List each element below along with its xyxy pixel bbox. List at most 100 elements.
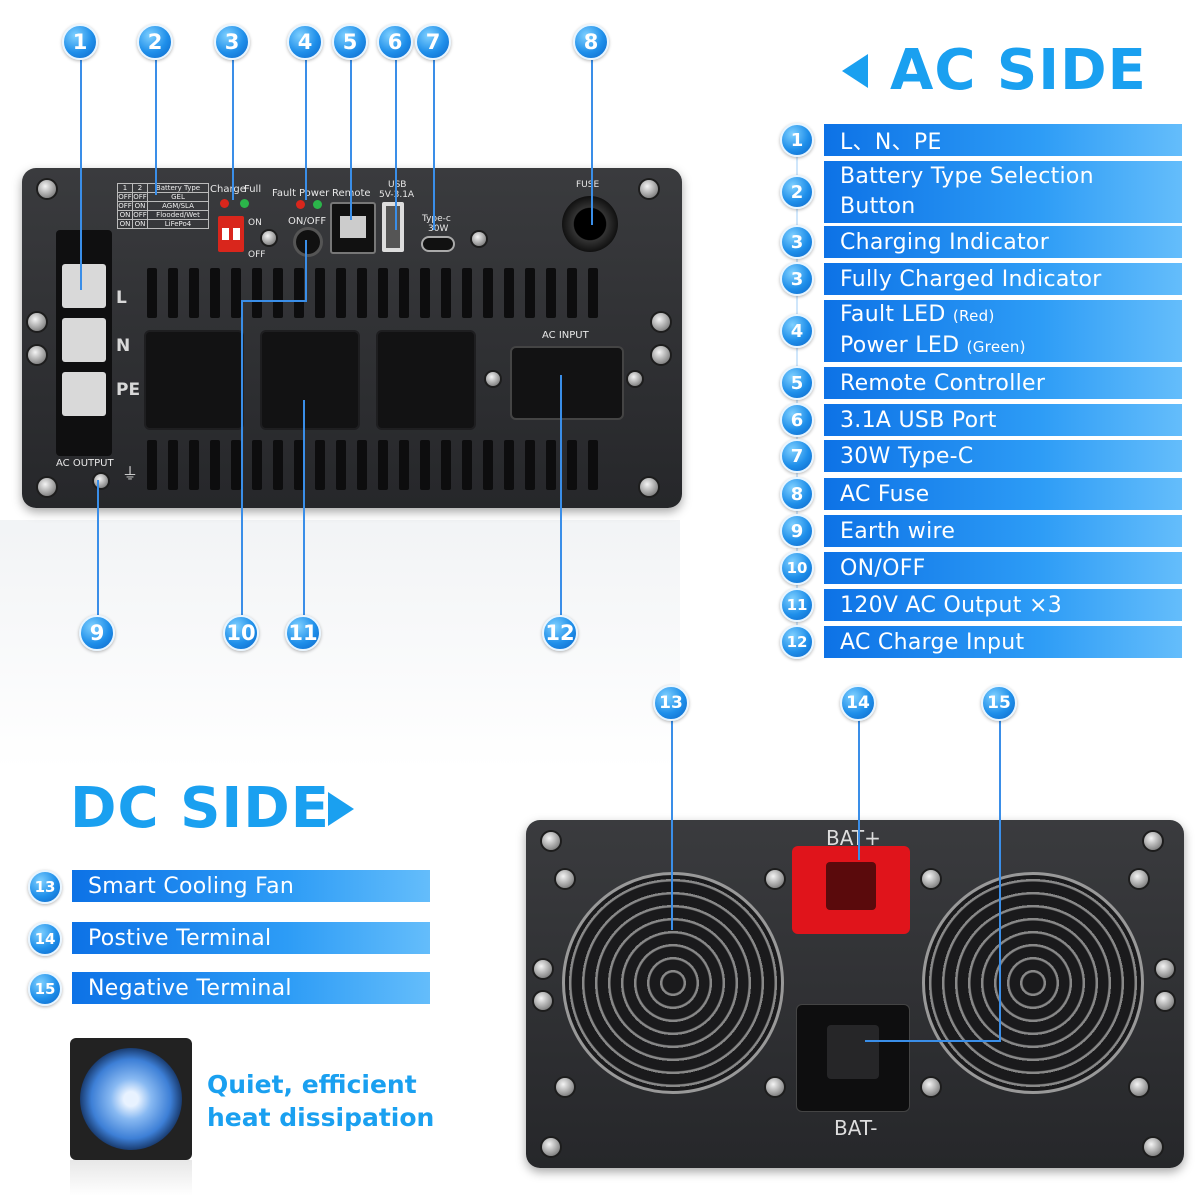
legend-item: Battery Type Selection Button	[824, 161, 1182, 223]
leader-line	[155, 60, 157, 195]
cooling-fan-left	[562, 872, 784, 1094]
table-cell: ON	[118, 220, 133, 228]
on-off-button[interactable]	[296, 230, 320, 254]
earth-icon: ⏚	[122, 464, 139, 483]
fault-label: Fault	[272, 188, 296, 199]
callout-11: 11	[285, 615, 321, 651]
typec-spec: 30W	[428, 224, 449, 234]
leader-line	[865, 1040, 1001, 1042]
switch-on-label: ON	[248, 218, 262, 228]
typec-port[interactable]	[421, 236, 455, 252]
legend-item: AC Charge Input	[824, 626, 1182, 658]
table-cell: ON	[133, 202, 148, 210]
table-cell: ON	[118, 211, 133, 219]
ac-fuse[interactable]	[562, 196, 618, 252]
legend-num: 1	[780, 123, 814, 157]
screw	[1156, 960, 1174, 978]
leader-line	[591, 60, 593, 225]
leader-line	[232, 60, 234, 200]
screw	[542, 832, 560, 850]
screw	[556, 1078, 574, 1096]
table-cell: GEL	[171, 193, 185, 201]
callout-8: 8	[573, 24, 609, 60]
charging-led	[220, 199, 229, 208]
negative-terminal[interactable]	[796, 1004, 910, 1112]
table-cell: OFF	[133, 211, 148, 219]
screw	[556, 870, 574, 888]
legend-item-line1: Fault LED	[840, 302, 946, 327]
on-off-label: ON/OFF	[288, 216, 327, 227]
callout-6: 6	[377, 24, 413, 60]
screw	[542, 1138, 560, 1156]
terminal-l-label: L	[116, 288, 127, 308]
callout-15: 15	[981, 685, 1017, 721]
screw	[652, 346, 670, 364]
screw	[766, 1078, 784, 1096]
usb-label: USB	[388, 180, 407, 190]
table-cell: OFF	[133, 193, 148, 201]
fuse-label: FUSE	[576, 180, 600, 190]
fault-led	[296, 200, 305, 209]
screw	[486, 372, 500, 386]
switch-off-label: OFF	[248, 250, 266, 260]
battery-type-table: 1 2 Battery Type OFF OFF GEL OFF ON AGM/…	[117, 183, 209, 229]
table-header: Battery Type	[155, 184, 201, 192]
table-cell: LiFePo4	[164, 220, 192, 228]
legend-item: Charging Indicator	[824, 226, 1182, 258]
callout-10: 10	[223, 615, 259, 651]
leader-line	[560, 375, 562, 615]
leader-line	[97, 480, 99, 615]
callout-12: 12	[542, 615, 578, 651]
callout-2: 2	[137, 24, 173, 60]
full-led	[240, 199, 249, 208]
ac-outlet-1[interactable]	[144, 330, 244, 430]
leader-line	[303, 400, 305, 615]
typec-label: Type-c	[422, 214, 451, 224]
charge-label: Charge	[210, 184, 246, 195]
legend-num: 7	[780, 439, 814, 473]
leader-line	[999, 720, 1001, 1042]
callout-13: 13	[653, 685, 689, 721]
remote-port[interactable]	[330, 202, 376, 254]
legend-item: 120V AC Output ×3	[824, 589, 1182, 621]
screw	[766, 870, 784, 888]
vents-bottom	[147, 440, 598, 490]
legend-num: 11	[780, 588, 814, 622]
screw	[922, 870, 940, 888]
legend-item: Fully Charged Indicator	[824, 263, 1182, 295]
legend-num: 8	[780, 477, 814, 511]
ac-outlet-2[interactable]	[260, 330, 360, 430]
ac-terminal-block[interactable]	[56, 230, 112, 456]
dc-side-panel: BAT+ BAT-	[526, 820, 1184, 1168]
screw	[28, 313, 46, 331]
screw	[628, 372, 642, 386]
terminal-pe-label: PE	[116, 380, 141, 400]
legend-num: 6	[780, 403, 814, 437]
ac-side-panel: 1 2 Battery Type OFF OFF GEL OFF ON AGM/…	[22, 168, 682, 508]
ac-side-title: AC SIDE	[890, 38, 1147, 103]
usb-port[interactable]	[382, 202, 404, 252]
ac-output-label: AC OUTPUT	[56, 458, 114, 469]
legend-item: 30W Type-C	[824, 440, 1182, 472]
screw	[1130, 1078, 1148, 1096]
table-cell: ON	[133, 220, 148, 228]
callout-1: 1	[62, 24, 98, 60]
ac-input-label: AC INPUT	[542, 330, 589, 341]
leader-line	[350, 60, 352, 220]
legend-item-note: (Green)	[966, 338, 1026, 356]
legend-item: Smart Cooling Fan	[72, 870, 430, 902]
screw	[262, 231, 276, 245]
ac-outlet-3[interactable]	[376, 330, 476, 430]
screw	[1156, 992, 1174, 1010]
legend-item: Postive Terminal	[72, 922, 430, 954]
ac-input-socket[interactable]	[510, 346, 624, 420]
fan-thumbnail	[70, 1038, 192, 1160]
dc-side-title: DC SIDE	[70, 776, 330, 841]
legend-num: 3	[780, 262, 814, 296]
battery-type-switch[interactable]	[218, 216, 244, 252]
table-cell: Flooded/Wet	[156, 211, 200, 219]
ac-side-arrow-icon	[842, 54, 868, 88]
legend-num: 12	[780, 625, 814, 659]
dc-side-arrow-icon	[328, 792, 354, 826]
positive-terminal[interactable]	[792, 846, 910, 934]
